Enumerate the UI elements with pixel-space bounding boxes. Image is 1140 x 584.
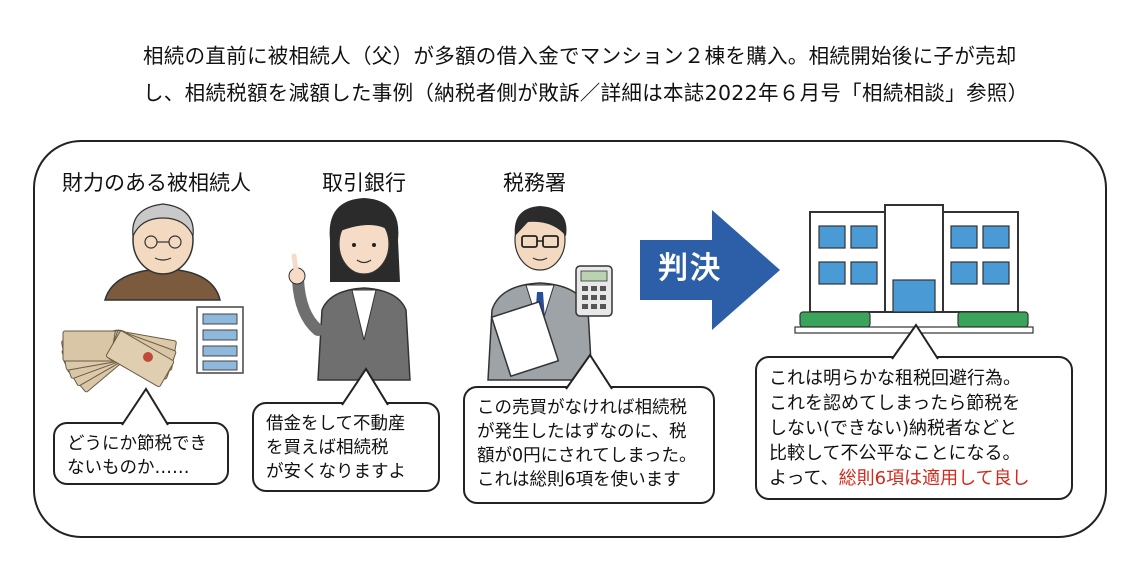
bubble-line: どうにか節税でき — [67, 434, 207, 454]
bubble-line: 比較して不公平なことになる。 — [769, 443, 1021, 464]
bubble-line: これは明らかな租税回避行為。 — [769, 368, 1021, 389]
caption-line-2: し、相続税額を減額した事例（納税者側が敗訴／詳細は本誌2022年６月号「相続相談… — [143, 81, 1029, 105]
conclusion-highlight: 総則6項は適用して良し — [838, 468, 1030, 489]
small-apartment-icon — [196, 306, 244, 374]
bubble-line: が安くなりますよ — [266, 462, 406, 482]
speech-bubble-decedent: どうにか節税でき ないものか…… — [53, 422, 229, 485]
label-decedent: 財力のある被相続人 — [62, 171, 251, 195]
bubble-line: この売買がなければ相続税 — [477, 398, 687, 418]
caption: 相続の直前に被相続人（父）が多額の借入金でマンション２棟を購入。相続開始後に子が… — [143, 38, 1128, 112]
bubble-line: 額が0円にされてしまった。 — [477, 446, 697, 466]
court-building-illustration — [794, 204, 1034, 334]
bubble-line-conclusion: よって、総則6項は適用して良し — [769, 466, 1059, 491]
label-tax-office: 税務署 — [503, 171, 566, 195]
speech-bubble-tax-office: この売買がなければ相続税 が発生したはずなのに、税 額が0円にされてしまった。 … — [463, 386, 715, 504]
banknotes-illustration — [61, 329, 177, 393]
verdict-arrow — [640, 210, 780, 330]
bank-woman-illustration — [288, 198, 411, 381]
bubble-tail — [565, 353, 613, 390]
bubble-line: 借金をして不動産 — [266, 414, 406, 434]
conclusion-prefix: よって、 — [769, 468, 839, 489]
bubble-line: これは総則6項を使います — [477, 470, 681, 490]
speech-bubble-court: これは明らかな租税回避行為。 これを認めてしまったら節税を しない(できない)納… — [755, 356, 1073, 500]
speech-bubble-bank: 借金をして不動産 を買えば相続税 が安くなりますよ — [252, 402, 440, 492]
bubble-line: が発生したはずなのに、税 — [477, 422, 687, 442]
elderly-man-illustration — [104, 203, 221, 301]
bubble-tail — [121, 387, 169, 426]
bubble-line: これを認めてしまったら節税を — [769, 393, 1021, 414]
bubble-tail — [341, 367, 389, 406]
verdict-label: 判決 — [658, 251, 722, 286]
caption-line-1: 相続の直前に被相続人（父）が多額の借入金でマンション２棟を購入。相続開始後に子が… — [143, 44, 1017, 68]
diagram-frame — [33, 140, 1107, 538]
tax-officer-illustration — [487, 206, 613, 381]
bubble-line: を買えば相続税 — [266, 438, 389, 458]
bubble-tail — [891, 323, 939, 360]
bubble-line: ないものか…… — [67, 458, 190, 478]
bubble-line: しない(できない)納税者などと — [769, 418, 1018, 439]
label-bank: 取引銀行 — [322, 171, 406, 195]
